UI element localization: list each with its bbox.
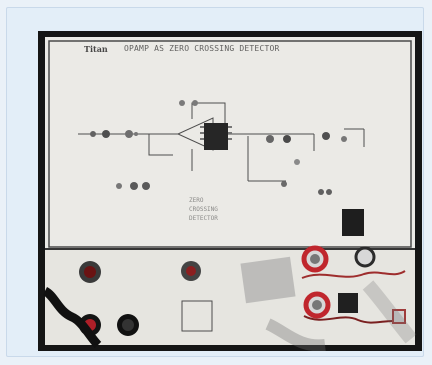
trainer-board-photo: Titan OPAMP AS ZERO CROSSING DETECTOR ZE… [38,31,422,351]
lower-panel-parts [79,209,406,336]
opamp-chip [200,123,232,150]
component-marks [90,100,347,195]
wear-mark [265,318,326,351]
board-label-1: ZERO [189,197,204,204]
board-title: OPAMP AS ZERO CROSSING DETECTOR [124,44,280,53]
board-logo-text: Titan [84,44,108,54]
image-frame: Titan OPAMP AS ZERO CROSSING DETECTOR ZE… [6,7,424,357]
trainer-board-illustration [38,31,422,351]
shadow-mark [362,280,417,344]
board-label-3: DETECTOR [189,215,218,222]
black-cable [42,286,102,349]
upper-border [48,40,412,248]
board-label-2: CROSSING [189,206,218,213]
